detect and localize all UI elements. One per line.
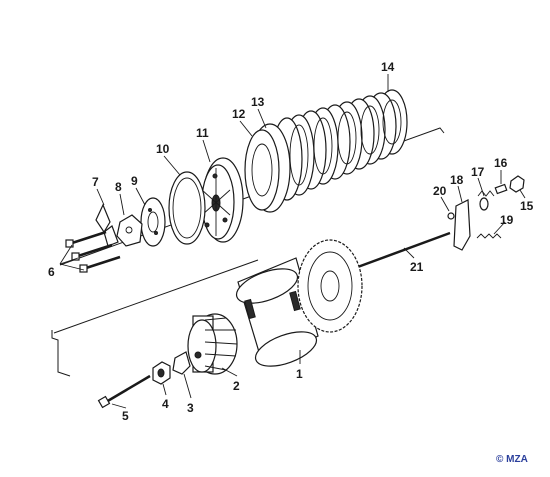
pushrod — [354, 231, 451, 270]
leader-6a — [59, 244, 73, 265]
lever-pin — [447, 212, 455, 220]
callout-8: 8 — [115, 180, 122, 194]
callout-1: 1 — [296, 367, 303, 381]
leader-17 — [477, 177, 485, 197]
pressure-plate — [244, 123, 291, 213]
adjuster-screw — [494, 183, 508, 195]
copyright-mark: © MZA — [496, 454, 528, 465]
callout-6: 6 — [48, 265, 55, 279]
leader-15 — [519, 189, 526, 199]
clutch-hub — [187, 313, 238, 375]
leader-12 — [239, 120, 253, 137]
clutch-plate-stack — [271, 89, 408, 201]
leader-21 — [403, 247, 415, 259]
return-spring — [476, 233, 502, 239]
release-lever — [453, 199, 471, 251]
callout-10: 10 — [156, 142, 170, 156]
adjuster-spring — [477, 190, 495, 211]
callout-20: 20 — [433, 184, 447, 198]
callout-13: 13 — [251, 95, 265, 109]
leader-4 — [162, 383, 167, 396]
leader-11 — [202, 139, 211, 163]
leader-8 — [119, 193, 125, 216]
callout-7: 7 — [92, 175, 99, 189]
clutch-bolts — [65, 230, 121, 273]
callout-9: 9 — [131, 174, 138, 188]
long-bolt — [97, 374, 151, 409]
callout-2: 2 — [233, 379, 240, 393]
leader-20 — [440, 196, 450, 212]
leader-10 — [163, 155, 181, 176]
lock-plate — [116, 214, 143, 247]
tab-washers — [95, 203, 119, 247]
clutch-basket — [235, 257, 319, 367]
callout-18: 18 — [450, 173, 464, 187]
bearing-plate — [140, 197, 166, 247]
leader-7 — [96, 188, 105, 206]
friction-ring — [168, 171, 206, 245]
callout-5: 5 — [122, 409, 129, 423]
leader-6c — [59, 263, 85, 271]
clutch-sprocket — [297, 239, 363, 333]
callout-19: 19 — [500, 213, 514, 227]
leader-2 — [221, 367, 238, 377]
leader-3 — [183, 373, 192, 399]
leader-13 — [257, 108, 267, 129]
spring-plate — [201, 157, 244, 243]
callout-15: 15 — [520, 199, 534, 213]
leader-5 — [111, 403, 127, 409]
leader-9 — [135, 187, 146, 206]
hub-nut — [152, 361, 171, 385]
callout-17: 17 — [471, 165, 485, 179]
assembly-outline-bottom — [53, 259, 259, 334]
callout-12: 12 — [232, 107, 246, 121]
callout-16: 16 — [494, 156, 508, 170]
lock-nut — [509, 175, 525, 193]
assembly-outline-lower — [51, 330, 71, 377]
leader-6b — [59, 257, 79, 265]
leader-18 — [457, 185, 463, 203]
callout-14: 14 — [381, 60, 395, 74]
callout-4: 4 — [162, 397, 169, 411]
tab-washer — [172, 351, 191, 375]
callout-3: 3 — [187, 401, 194, 415]
leader-19 — [493, 221, 506, 235]
callout-11: 11 — [196, 126, 209, 140]
callout-21: 21 — [410, 260, 424, 274]
